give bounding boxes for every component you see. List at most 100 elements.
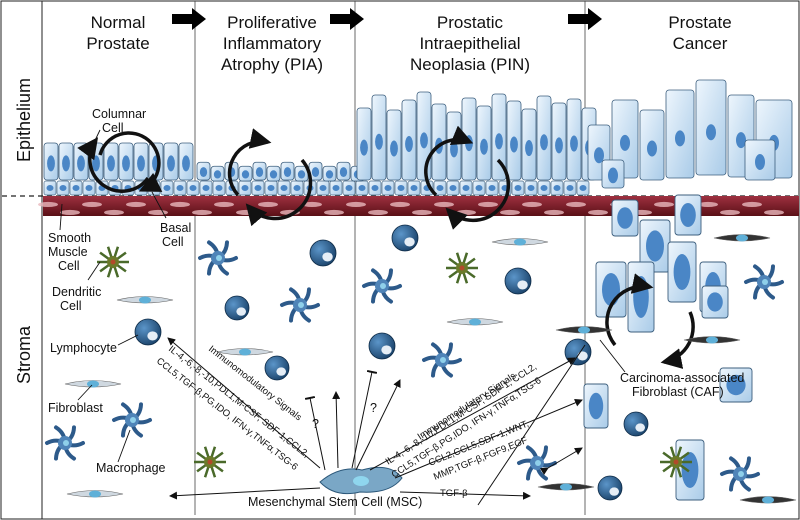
basal-nucleus	[384, 185, 392, 191]
muscle-nucleus	[500, 209, 520, 216]
leader-dendritic	[87, 261, 101, 281]
lymphocyte	[309, 239, 337, 267]
stage-2-line3: Atrophy (PIA)	[221, 55, 323, 74]
label-macrophage: Macrophage	[96, 461, 166, 475]
basal-nucleus	[462, 185, 470, 191]
lymphocyte-highlight	[577, 351, 588, 361]
epithelial-nucleus	[122, 155, 130, 172]
basal-nucleus	[332, 185, 340, 191]
muscle-nucleus	[588, 209, 608, 216]
leader-lymphocyte	[117, 334, 139, 346]
epithelial-nucleus	[213, 170, 222, 179]
basal-nucleus	[293, 185, 301, 191]
epithelial-nucleus	[375, 133, 383, 150]
epithelial-nucleus	[510, 136, 518, 153]
macrophage-nucleus	[216, 255, 222, 261]
epithelial-nucleus	[167, 155, 175, 172]
lymphocyte-highlight	[381, 345, 392, 355]
muscle-nucleus	[126, 201, 146, 208]
epithelial-nucleus	[325, 170, 334, 179]
cancer-nucleus	[726, 374, 746, 396]
fibroblast-nucleus	[736, 234, 748, 242]
dendritic-cell	[446, 252, 478, 284]
epithelial-nucleus	[405, 136, 413, 152]
macrophage	[362, 268, 402, 304]
epithelial-nucleus	[62, 155, 70, 172]
lymphocyte	[264, 355, 290, 381]
progression-arrows	[172, 8, 602, 30]
macrophage	[45, 425, 85, 461]
cycle-arrow-pin-b	[445, 158, 511, 230]
epithelial-nucleus	[360, 139, 368, 156]
progression-arrow-2	[330, 8, 364, 30]
basal-nucleus	[254, 185, 262, 191]
epithelial-nucleus	[480, 138, 488, 155]
muscle-nucleus	[412, 209, 432, 216]
lymphocyte	[623, 411, 649, 437]
basal-nucleus	[72, 185, 80, 191]
muscle-nucleus	[346, 201, 366, 208]
arrow-to-pin	[369, 357, 576, 471]
muscle-nucleus	[302, 201, 322, 208]
smooth-muscle-band	[43, 196, 799, 216]
macrophage	[744, 264, 784, 300]
stage-header-cancer: Prostate Cancer	[668, 13, 731, 53]
basal-nucleus	[553, 185, 561, 191]
cycle-arrow-cancer-a	[605, 273, 654, 347]
muscle-nucleus	[764, 209, 784, 216]
basal-nucleus	[397, 185, 405, 191]
lymphocyte-highlight	[517, 280, 528, 290]
signal-left-line1: IL-4,-6,-8,-10,PDL1,M-CSF, SDF-1,CCL2,	[166, 344, 311, 461]
basal-nucleus	[514, 185, 522, 191]
stage-header-pia: Proliferative Inflammatory Atrophy (PIA)	[221, 13, 323, 74]
cycle-arrow-normal-a	[98, 131, 163, 192]
label-dendritic-2: Cell	[60, 299, 82, 313]
arrow-tgf	[399, 491, 531, 500]
macrophage-nucleus	[130, 417, 136, 423]
stage-3-line2: Intraepithelial	[419, 34, 520, 53]
epithelial-nucleus	[47, 155, 55, 172]
macrophage-nucleus	[298, 302, 304, 308]
muscle-nucleus	[38, 201, 58, 208]
lymphocyte	[134, 318, 162, 346]
cycle-arrow-pin-a	[424, 125, 474, 197]
label-msc: Mesenchymal Stem Cell (MSC)	[248, 495, 422, 509]
lymphocyte-highlight	[147, 331, 158, 341]
cancer-nucleus	[617, 207, 633, 229]
label-dendritic-1: Dendritic	[52, 285, 101, 299]
dendritic-nucleus	[207, 459, 213, 465]
dendritic-cell	[194, 446, 226, 478]
epithelial-nucleus	[182, 155, 190, 172]
basal-nucleus	[241, 185, 249, 191]
epithelial-nucleus	[608, 167, 618, 184]
label-fibroblast: Fibroblast	[48, 401, 103, 415]
epithelial-nucleus	[297, 170, 306, 179]
muscle-nucleus	[104, 209, 124, 216]
basal-nucleus	[566, 185, 574, 191]
basal-nucleus	[189, 185, 197, 191]
basal-cell-layer	[43, 180, 590, 196]
lymphocyte-highlight	[635, 423, 645, 432]
label-caf-1: Carcinoma-associated	[620, 371, 744, 385]
epithelial-nucleus	[706, 124, 716, 141]
label-caf-2: Fibroblast (CAF)	[632, 385, 724, 399]
epithelial-nucleus	[92, 155, 100, 172]
epithelial-nucleus	[555, 137, 563, 154]
muscle-nucleus	[720, 209, 740, 216]
muscle-nucleus	[434, 201, 454, 208]
label-smooth-1: Smooth	[48, 231, 91, 245]
label-basal-1: Basal	[160, 221, 191, 235]
label-columnar-2: Cell	[102, 121, 124, 135]
leader-smooth-muscle	[59, 203, 63, 231]
epithelial-nucleus	[241, 170, 250, 179]
fibroblast-nucleus	[469, 318, 481, 326]
dendritic-nucleus	[110, 259, 116, 265]
leader-macrophage	[117, 429, 131, 463]
basal-nucleus	[527, 185, 535, 191]
basal-nucleus	[358, 185, 366, 191]
progression-arrow-1	[172, 8, 206, 30]
inhibit-arrow-2	[351, 370, 378, 469]
label-smooth-2: Muscle	[48, 245, 88, 259]
label-smooth-3: Cell	[58, 259, 80, 273]
basal-nucleus	[410, 185, 418, 191]
